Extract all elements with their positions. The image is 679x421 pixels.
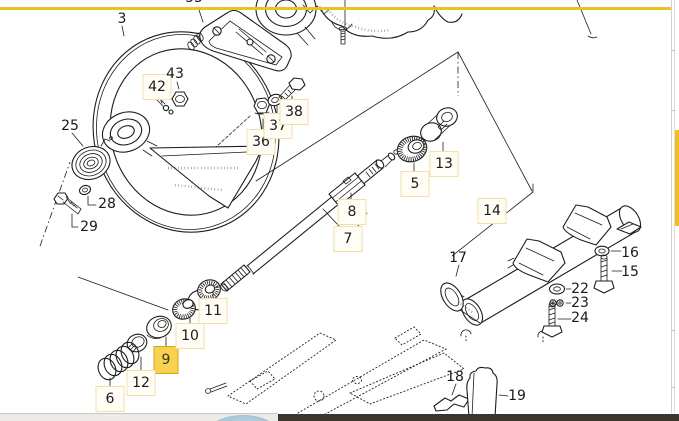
part-label-5[interactable]: 5: [400, 171, 430, 197]
bolt-24-drawing: [541, 302, 563, 338]
part-label-9[interactable]: 9: [153, 346, 179, 374]
bushing-13-drawing: [420, 107, 458, 142]
scrollbar-tick: [672, 110, 675, 111]
phantom-housing-drawing: [205, 326, 549, 419]
ring-9-drawing: [146, 315, 172, 339]
part-label-10[interactable]: 10: [175, 323, 205, 349]
bearing-11-drawing: [187, 279, 221, 311]
bushing-17-drawing: [440, 282, 481, 324]
vertical-scrollbar[interactable]: [671, 0, 679, 413]
scrollbar-thumb[interactable]: [675, 130, 679, 226]
washer-22-drawing: [548, 283, 566, 295]
leader-lines: [71, 25, 623, 397]
steering-wheel-drawing: [92, 31, 280, 233]
part-label-25[interactable]: 25: [61, 118, 79, 134]
bolt-38-drawing: [278, 77, 306, 102]
horn-ring-drawing: [71, 136, 113, 181]
part-label-29[interactable]: 29: [80, 219, 98, 235]
washer-28-drawing: [78, 184, 92, 196]
bolt-15-drawing: [593, 254, 615, 294]
boot-19-drawing: [466, 366, 498, 418]
part-label-14[interactable]: 14: [477, 198, 507, 224]
part-label-35[interactable]: 35: [185, 0, 203, 5]
footer-dark-bar: [278, 414, 679, 421]
part-label-18[interactable]: 18: [446, 369, 464, 385]
part-label-13[interactable]: 13: [429, 151, 459, 177]
part-label-23[interactable]: 23: [571, 295, 589, 311]
part-label-12[interactable]: 12: [126, 370, 156, 396]
clamp-18-drawing: [433, 394, 470, 412]
part-label-43[interactable]: 43: [166, 66, 184, 82]
part-label-42[interactable]: 42: [142, 74, 172, 100]
spring-top-drawing: [187, 32, 204, 51]
column-tube-drawing: [460, 204, 642, 326]
part-label-17[interactable]: 17: [449, 250, 467, 266]
part-label-16[interactable]: 16: [621, 245, 639, 261]
construction-lines: [39, 0, 598, 311]
washer-37-drawing: [267, 93, 283, 107]
horn-plate-drawing: [199, 9, 292, 72]
part-label-22[interactable]: 22: [571, 281, 589, 297]
part-label-38[interactable]: 38: [279, 99, 309, 125]
scrollbar-tick: [672, 387, 675, 388]
scrollbar-tick: [672, 330, 675, 331]
scrollbar-tick: [672, 50, 675, 51]
washer-16-drawing: [594, 245, 610, 257]
header-accent-rule: [0, 7, 673, 10]
footer-band: [0, 413, 278, 421]
spring-6-drawing: [97, 341, 140, 381]
part-label-8[interactable]: 8: [337, 199, 367, 225]
part-label-28[interactable]: 28: [98, 196, 116, 212]
steering-shaft-drawing: [220, 149, 399, 292]
part-label-11[interactable]: 11: [198, 298, 228, 324]
nut-43-drawing: [171, 91, 189, 107]
bolt-29-drawing: [53, 192, 82, 215]
part-label-3[interactable]: 3: [117, 11, 127, 27]
part-label-7[interactable]: 7: [333, 226, 363, 252]
part-label-19[interactable]: 19: [508, 388, 526, 404]
part-label-15[interactable]: 15: [621, 264, 639, 280]
scrollbar-track-line: [674, 0, 675, 413]
bearing-5-drawing: [396, 135, 428, 163]
bearing-10-drawing: [172, 298, 196, 320]
part-label-24[interactable]: 24: [571, 310, 589, 326]
part-label-6[interactable]: 6: [95, 386, 125, 412]
ring-12-drawing: [126, 333, 148, 353]
